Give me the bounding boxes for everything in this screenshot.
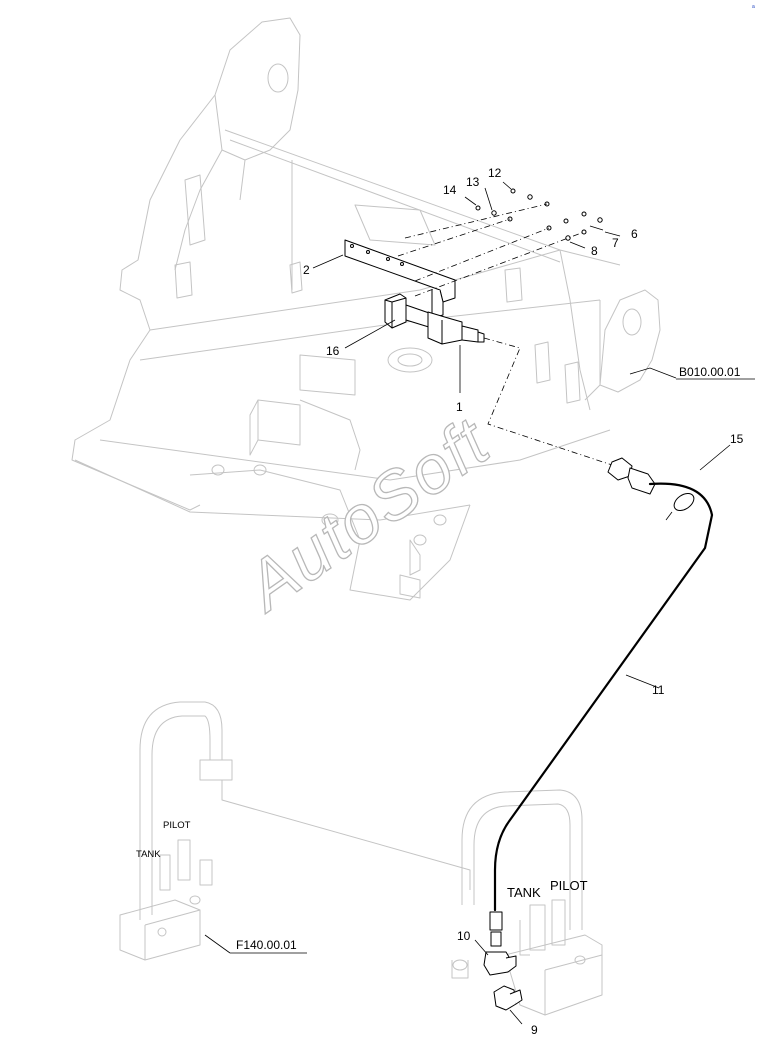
reference-label-frame: B010.00.01 — [676, 365, 755, 380]
right-tank-label: TANK — [507, 885, 541, 900]
callout-9: 9 — [531, 1023, 538, 1037]
callout-14: 14 — [443, 183, 457, 197]
callout-12: 12 — [488, 166, 502, 180]
left-tank-label: TANK — [136, 849, 161, 860]
frame-reference-text: B010.00.01 — [679, 365, 741, 379]
lower-fittings — [483, 911, 523, 1011]
mounting-bracket — [344, 239, 456, 319]
callout-15: 15 — [730, 432, 744, 446]
corner-mark: a — [752, 4, 755, 10]
callout-11: 11 — [652, 683, 665, 697]
fasteners — [475, 188, 603, 241]
callout-16: 16 — [326, 344, 340, 358]
pressure-switch — [384, 293, 485, 345]
callout-2: 2 — [303, 263, 310, 277]
callout-13: 13 — [466, 175, 480, 189]
frame-ghost — [71, 17, 661, 601]
right-pilot-label: PILOT — [550, 878, 588, 893]
hose-assembly — [493, 457, 714, 912]
left-pilot-label: PILOT — [163, 820, 191, 831]
leader-lines — [204, 181, 731, 1025]
callout-7: 7 — [612, 236, 619, 250]
callout-6: 6 — [631, 227, 638, 241]
reference-label-valve-group: F140.00.01 — [236, 938, 297, 952]
right-valve-group-ghost — [451, 789, 603, 1016]
left-valve-group-ghost — [119, 701, 471, 961]
callout-8: 8 — [591, 244, 598, 258]
callout-10: 10 — [457, 929, 471, 943]
callout-1: 1 — [456, 400, 463, 414]
assembly-lines — [397, 203, 616, 467]
valve-group-reference-text: F140.00.01 — [236, 938, 297, 952]
